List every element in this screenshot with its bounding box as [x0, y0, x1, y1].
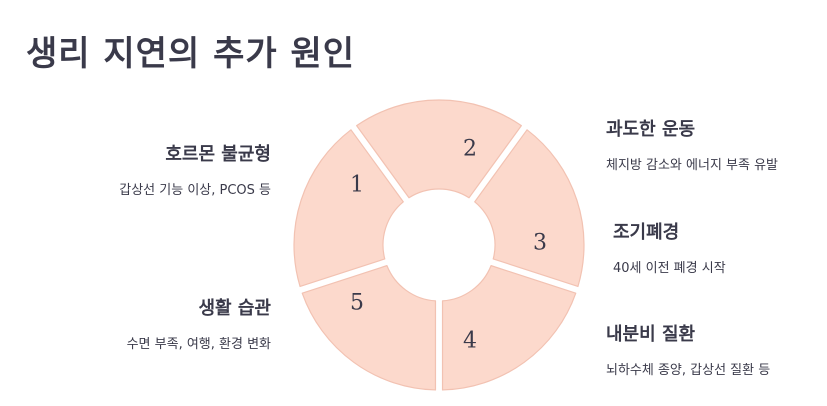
- label-lifestyle-heading: 생활 습관: [198, 298, 271, 319]
- label-hormone: 호르몬 불균형 갑상선 기능 이상, PCOS 등: [119, 140, 271, 198]
- label-exercise: 과도한 운동 체지방 감소와 에너지 부족 유발: [606, 115, 778, 173]
- label-endocrine: 내분비 질환 뇌하수체 종양, 갑상선 질환 등: [606, 320, 770, 378]
- segment-1-number: 1: [350, 173, 364, 198]
- label-exercise-desc: 체지방 감소와 에너지 부족 유발: [606, 158, 779, 173]
- label-hormone-heading: 호르몬 불균형: [165, 144, 271, 165]
- segment-1: [293, 129, 404, 288]
- label-endocrine-heading: 내분비 질환: [606, 324, 696, 345]
- label-exercise-heading: 과도한 운동: [606, 119, 696, 140]
- label-endocrine-desc: 뇌하수체 종양, 갑상선 질환 등: [606, 363, 771, 378]
- segment-2-number: 2: [463, 137, 477, 162]
- segment-2: [356, 99, 522, 199]
- segment-3: [474, 129, 585, 288]
- label-hormone-desc: 갑상선 기능 이상, PCOS 등: [119, 183, 271, 198]
- segment-5-number: 5: [350, 291, 364, 316]
- label-menopause-heading: 조기폐경: [613, 222, 680, 243]
- label-lifestyle: 생활 습관 수면 부족, 여행, 환경 변화: [127, 294, 271, 352]
- label-menopause: 조기폐경 40세 이전 폐경 시작: [613, 218, 726, 276]
- segment-5: [301, 265, 437, 391]
- segment-3-number: 3: [533, 231, 547, 256]
- segment-4-number: 4: [463, 329, 477, 354]
- label-menopause-desc: 40세 이전 폐경 시작: [613, 261, 726, 276]
- label-lifestyle-desc: 수면 부족, 여행, 환경 변화: [126, 337, 271, 352]
- segment-4: [441, 265, 577, 391]
- page-title: 생리 지연의 추가 원인: [26, 34, 356, 74]
